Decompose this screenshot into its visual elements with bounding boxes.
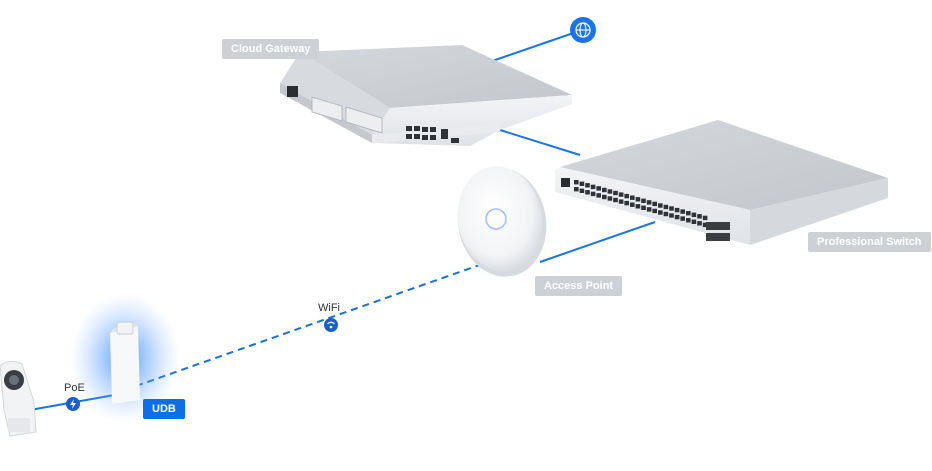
professional-switch-label: Professional Switch	[808, 232, 931, 252]
camera-device	[0, 360, 37, 437]
switch-ap-link	[539, 221, 656, 263]
gateway-ports	[406, 126, 459, 143]
wifi-label: WiFi	[318, 302, 340, 314]
switch-ports	[574, 180, 708, 228]
cloud-gateway-label: Cloud Gateway	[222, 39, 320, 59]
udb-label: UDB	[143, 399, 185, 419]
access-point-device	[457, 166, 547, 277]
cloud-gateway-device	[280, 45, 572, 146]
udb-device	[110, 321, 140, 404]
access-point-status-ring	[485, 208, 507, 230]
wifi-icon	[324, 318, 338, 332]
poe-label: PoE	[64, 382, 85, 394]
globe-icon	[570, 17, 596, 43]
gateway-switch-link	[499, 129, 581, 156]
access-point-label: Access Point	[535, 276, 623, 296]
professional-switch-device	[555, 120, 888, 245]
wifi-link	[135, 261, 489, 387]
lightning-bolt-icon	[66, 397, 80, 411]
